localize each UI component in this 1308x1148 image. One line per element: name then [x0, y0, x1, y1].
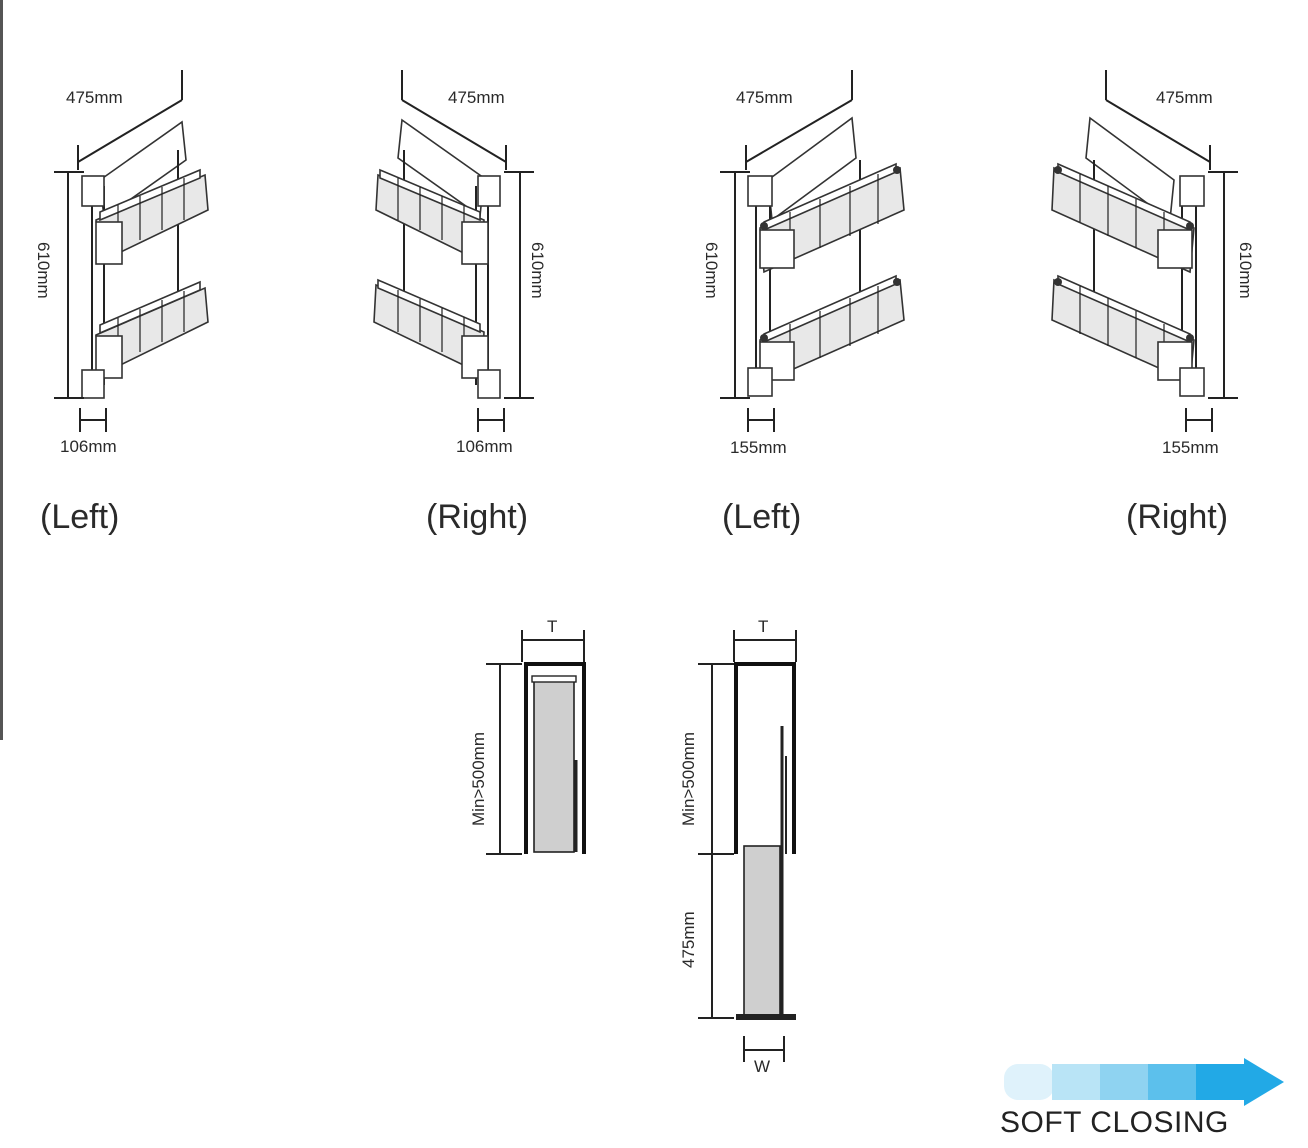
unit-1-drawing [81, 120, 209, 399]
soft-closing-arrow-icon [1004, 1058, 1284, 1106]
open-top-label: T [758, 617, 768, 636]
unit-1-caption: (Left) [40, 498, 119, 536]
closed-top-label: T [547, 617, 557, 636]
unit-4-drawing [1051, 116, 1205, 397]
soft-closing-badge: SOFT CLOSING [1000, 1058, 1284, 1139]
open-side-label: Min>500mm [679, 732, 698, 826]
unit-1-offset-label: 106mm [60, 437, 117, 456]
unit-2-width-label: 475mm [448, 88, 505, 107]
unit-2-height-label: 610mm [528, 242, 547, 299]
open-extension-label: 475mm [679, 911, 698, 968]
cabinet-open-diagram: T Min>500mm 475mm W [679, 617, 797, 1076]
arrow-head [1244, 1058, 1284, 1106]
unit-3-width-label: 475mm [736, 88, 793, 107]
left-edge-bar [0, 0, 3, 740]
unit-1: 475mm 610mm 106mm (Left) [34, 70, 209, 536]
arrow-segment [1052, 1064, 1102, 1100]
unit-4: 475mm 610mm 155mm (Right) [1051, 70, 1255, 536]
open-bottom-label: W [754, 1057, 770, 1076]
unit-4-caption: (Right) [1126, 498, 1228, 536]
unit-4-width-label: 475mm [1156, 88, 1213, 107]
unit-3: 475mm 610mm 155mm (Left) [702, 70, 905, 536]
unit-3-caption: (Left) [722, 498, 801, 536]
arrow-segment [1100, 1064, 1150, 1100]
unit-3-drawing [747, 116, 905, 397]
unit-3-offset-label: 155mm [730, 438, 787, 457]
unit-1-height-label: 610mm [34, 242, 53, 299]
unit-2: 475mm 610mm 106mm (Right) [373, 70, 547, 536]
closed-side-label: Min>500mm [469, 732, 488, 826]
arrow-segment [1196, 1064, 1246, 1100]
unit-3-height-label: 610mm [702, 242, 721, 299]
unit-4-height-label: 610mm [1236, 242, 1255, 299]
unit-2-offset-label: 106mm [456, 437, 513, 456]
unit-2-caption: (Right) [426, 498, 528, 536]
unit-4-offset-label: 155mm [1162, 438, 1219, 457]
unit-2-drawing [373, 118, 501, 399]
unit-1-width-label: 475mm [66, 88, 123, 107]
cabinet-closed-diagram: T Min>500mm [469, 617, 586, 855]
arrow-segment [1004, 1064, 1054, 1100]
arrow-segment [1148, 1064, 1198, 1100]
soft-closing-label: SOFT CLOSING [1000, 1106, 1229, 1139]
